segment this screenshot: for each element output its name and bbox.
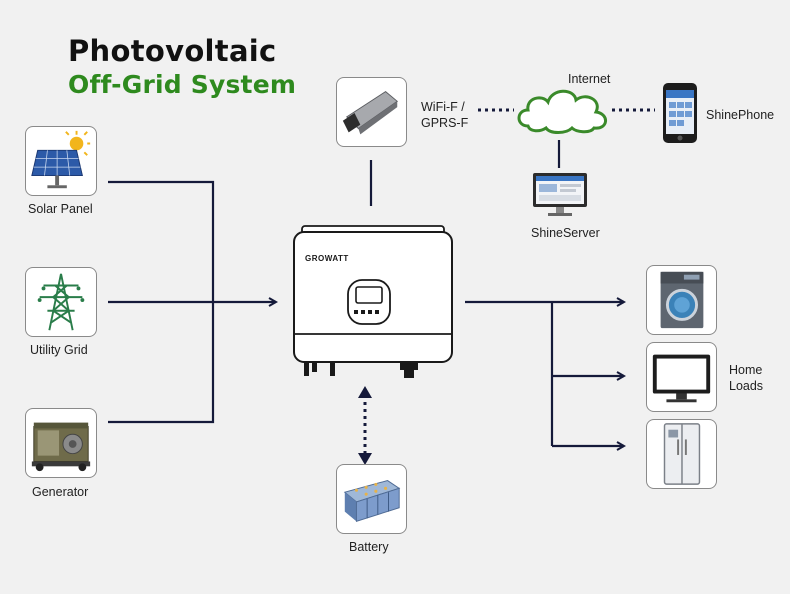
solar-panel-icon	[31, 130, 91, 189]
inverter-unit	[293, 225, 453, 378]
refrigerator-icon	[663, 423, 701, 485]
solar-panel-tile	[25, 126, 97, 196]
generator-icon	[31, 422, 91, 472]
power-tower-icon	[37, 273, 85, 331]
solar-panel-label: Solar Panel	[28, 202, 93, 216]
utility-grid-tile	[25, 267, 97, 337]
battery-tile	[336, 464, 407, 534]
title-photovoltaic: Photovoltaic	[68, 34, 277, 68]
battery-label: Battery	[349, 540, 389, 554]
internet-cloud-icon	[517, 89, 607, 134]
wifi-stick-icon	[342, 90, 399, 135]
battery-pack-icon	[343, 480, 401, 523]
generator-label: Generator	[32, 485, 89, 499]
shineserver-label: ShineServer	[531, 226, 600, 240]
washing-machine-icon	[660, 271, 704, 329]
wifi-gprs-label: WiFi-F / GPRS-F	[421, 100, 469, 130]
internet-label: Internet	[568, 72, 611, 86]
wifi-module-tile	[336, 77, 407, 147]
generator-tile	[25, 408, 97, 478]
washing-machine-tile	[646, 265, 717, 335]
fridge-tile	[646, 419, 717, 489]
shinephone-label: ShinePhone	[706, 108, 775, 122]
tv-tile	[646, 342, 717, 412]
utility-grid-label: Utility Grid	[30, 343, 88, 357]
home-loads-label: Home Loads	[729, 363, 764, 393]
monitor-icon	[533, 173, 587, 216]
inverter-brand-logo: GROWATT	[305, 254, 349, 263]
title-off-grid-system: Off-Grid System	[68, 70, 297, 99]
smartphone-icon	[663, 83, 697, 143]
television-icon	[652, 354, 711, 403]
